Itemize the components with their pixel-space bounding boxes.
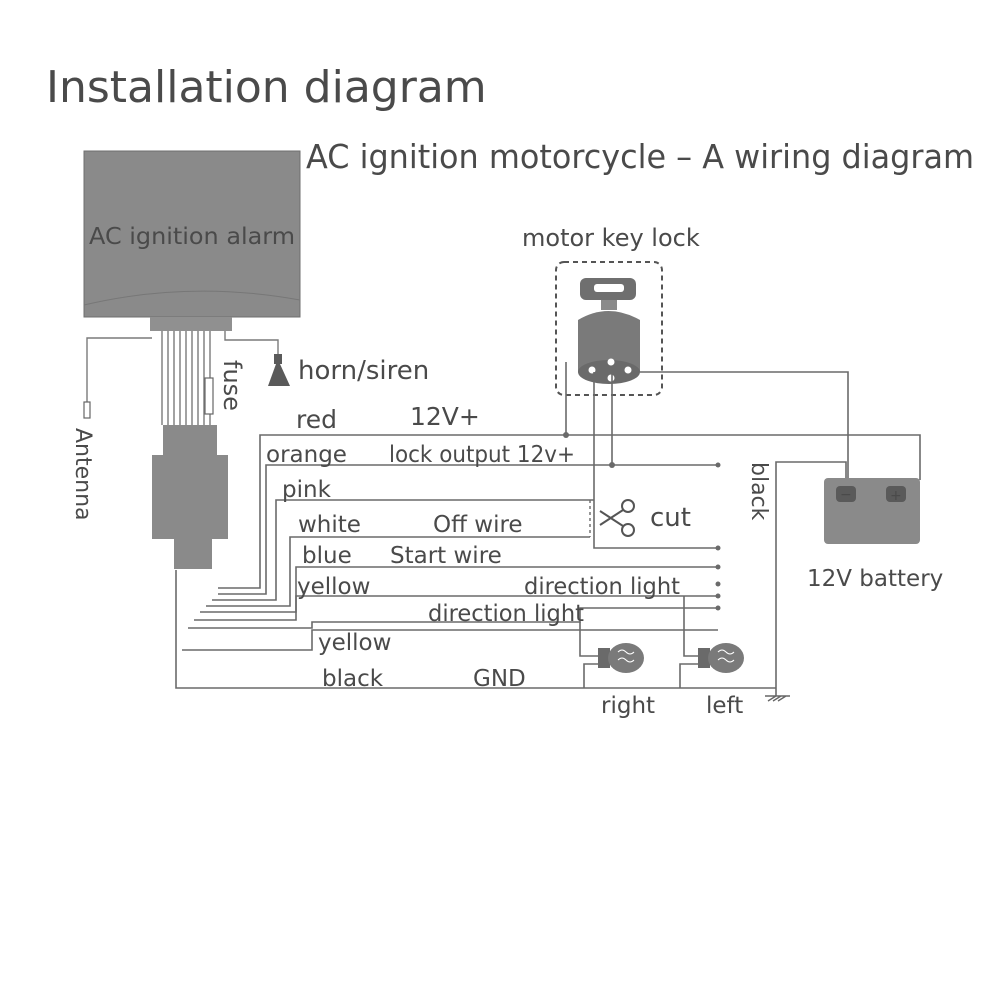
wire-function-lock-output: lock output 12v+ xyxy=(389,442,575,468)
page-title: Installation diagram xyxy=(46,62,487,113)
wire-color-red: red xyxy=(296,405,337,434)
wire-function-direction-2: direction light xyxy=(428,601,584,627)
horn-siren-label: horn/siren xyxy=(298,356,429,386)
wire-runs xyxy=(175,432,921,689)
wire-color-orange: orange xyxy=(266,442,347,468)
battery-label: 12V battery xyxy=(807,566,943,592)
battery-minus: − xyxy=(840,487,852,503)
wire-function-12v: 12V+ xyxy=(410,402,480,431)
diagram-subtitle: AC ignition motorcycle – A wiring diagra… xyxy=(306,137,974,176)
wire-color-yellow-2: yellow xyxy=(318,630,391,656)
key-lock-wires xyxy=(565,362,849,549)
wire-color-blue: blue xyxy=(302,543,352,569)
key-lock-label: motor key lock xyxy=(522,224,700,252)
wire-color-yellow-1: yellow xyxy=(297,574,370,600)
right-light-label: right xyxy=(601,693,655,719)
fuse: fuse xyxy=(204,360,246,415)
wire-harness xyxy=(152,331,228,569)
right-direction-light: right xyxy=(579,622,655,719)
alarm-label: AC ignition alarm xyxy=(89,224,295,250)
alarm-unit: AC ignition alarm xyxy=(83,150,301,331)
wire-function-off: Off wire xyxy=(433,512,523,538)
wire-color-white: white xyxy=(298,512,361,538)
black-wire-label: black xyxy=(746,462,771,521)
wire-function-direction-1: direction light xyxy=(524,574,680,600)
wire-function-gnd: GND xyxy=(473,666,526,692)
fuse-label: fuse xyxy=(218,360,246,411)
cut-scissors-icon: cut xyxy=(589,499,691,537)
left-light-label: left xyxy=(706,693,743,719)
antenna: Antenna xyxy=(70,337,152,521)
left-direction-light: left xyxy=(679,596,744,719)
cut-label: cut xyxy=(650,503,691,533)
battery-plus: + xyxy=(890,488,902,504)
motor-key-lock: motor key lock xyxy=(522,224,700,396)
battery: − + 12V battery xyxy=(807,478,943,592)
wire-color-black: black xyxy=(322,666,384,692)
horn-siren: horn/siren xyxy=(224,331,429,386)
wire-function-start: Start wire xyxy=(390,543,502,569)
ground-wire: black xyxy=(746,461,847,702)
wire-labels: red 12V+ orange lock output 12v+ pink wh… xyxy=(266,402,680,692)
antenna-label: Antenna xyxy=(70,428,95,521)
wire-color-pink: pink xyxy=(282,477,332,503)
